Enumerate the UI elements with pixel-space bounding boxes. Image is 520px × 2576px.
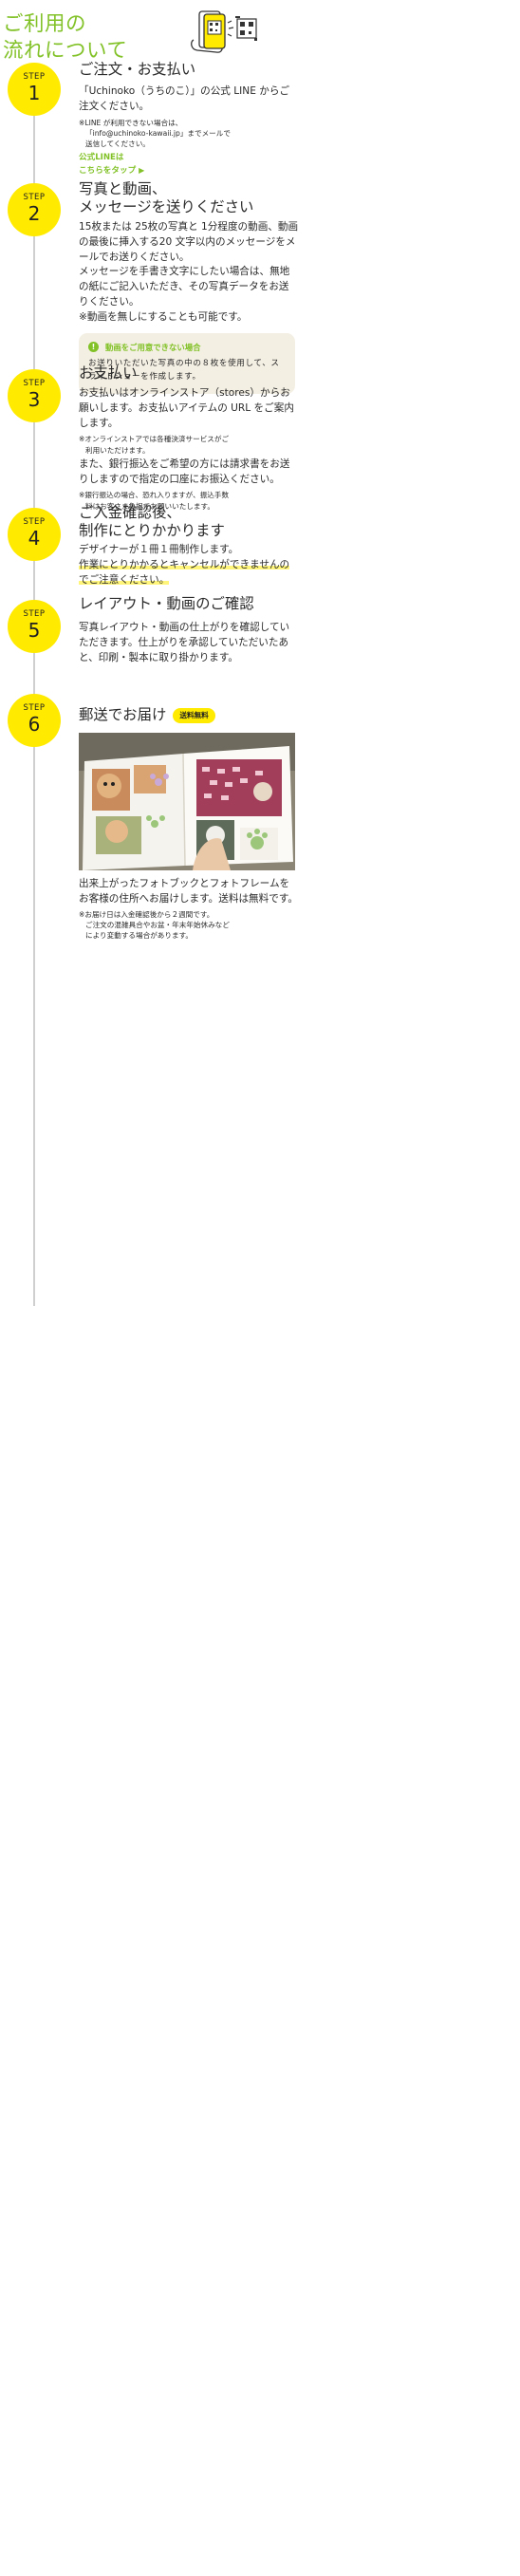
step-badge: STEP 4 xyxy=(8,508,61,561)
page-title: ご利用の 流れについて xyxy=(3,12,128,63)
step-label: STEP xyxy=(23,72,46,82)
step-label: STEP xyxy=(23,379,46,388)
step-badge: STEP 5 xyxy=(8,600,61,653)
step-content: お支払い お支払いはオンラインストア（stores）からお願いします。お支払いア… xyxy=(79,364,299,512)
note-line: 利用いただけます。 xyxy=(85,445,150,455)
note-line: ※LINE が利用できない場合は、 xyxy=(79,118,183,127)
step-note: ※LINE が利用できない場合は、 「info@uchinoko-kawaii.… xyxy=(79,118,299,150)
info-title: 動画をご用意できない場合 xyxy=(105,342,201,352)
info-box: ! 動画をご用意できない場合 お送りいただいた写真の中の８枚を使用して、スライド… xyxy=(79,332,295,394)
info-header: ! 動画をご用意できない場合 xyxy=(88,342,286,353)
timeline-line xyxy=(33,72,35,1306)
step-badge: STEP 1 xyxy=(8,63,61,116)
info-text: お送りいただいた写真の中の８枚を使用して、スライドショーを作成します。 xyxy=(88,358,280,382)
step-body: デザイナーが１冊１冊制作します。 作業にとりかかるとキャンセルができませんのでご… xyxy=(79,543,299,588)
step-body: 出来上がったフォトブックとフォトフレームをお客様の住所へお届けします。送料は無料… xyxy=(79,878,298,905)
step-body: 写真レイアウト・動画の仕上がりを確認していただきます。仕上がりを承認していただい… xyxy=(79,622,290,663)
step-body: お支払いはオンラインストア（stores）からお願いします。お支払いアイテムの … xyxy=(79,387,294,429)
step-title: レイアウト・動画のご確認 xyxy=(79,595,254,612)
photobook-image xyxy=(79,733,295,870)
step-content: レイアウト・動画のご確認 写真レイアウト・動画の仕上がりを確認していただきます。… xyxy=(79,595,299,665)
step-number: 4 xyxy=(28,527,41,550)
step-badge: STEP 6 xyxy=(8,694,61,747)
step-note: ※銀行振込の場合、恐れ入りますが、振込手数 料はお客さま負担でお願いいたします。 xyxy=(79,490,299,511)
step-badge: STEP 3 xyxy=(8,369,61,422)
note-line: 「info@uchinoko-kawaii.jp」までメールで xyxy=(85,128,231,138)
step-content: ご注文・お支払い 「Uchinoko（うちのこ）」の公式 LINE からご注文く… xyxy=(79,61,299,177)
step-note: ※オンラインストアでは各種決済サービスがご 利用いただけます。 xyxy=(79,434,299,455)
phone-qr-icon xyxy=(191,10,257,53)
note-line: ※オンラインストアでは各種決済サービスがご xyxy=(79,435,230,444)
step-label: STEP xyxy=(23,703,46,713)
step-body: 「Uchinoko（うちのこ）」の公式 LINE からご注文ください。 xyxy=(79,85,290,112)
step-number: 5 xyxy=(28,619,41,642)
step-title: 郵送でお届け送料無料 xyxy=(79,688,299,724)
step-content: ご入金確認後、 制作にとりかかります デザイナーが１冊１冊制作します。 作業にと… xyxy=(79,504,299,588)
step-title-text: 郵送でお届け xyxy=(79,706,167,723)
step-label: STEP xyxy=(23,609,46,619)
note-line: ※銀行振込の場合、恐れ入りますが、振込手数 xyxy=(79,491,230,500)
step-title: ご注文・お支払い xyxy=(79,61,196,78)
step-title: ご入金確認後、 制作にとりかかります xyxy=(79,504,225,539)
step-body: また、銀行振込をご希望の方には請求書をお送りしますので指定の口座にお振込ください… xyxy=(79,457,290,485)
alert-icon: ! xyxy=(88,342,99,353)
triangle-right-icon: ▶ xyxy=(139,166,145,176)
step-number: 1 xyxy=(28,82,41,104)
step-number: 2 xyxy=(28,202,41,225)
step-badge: STEP 2 xyxy=(8,183,61,236)
note-line: 送信してください。 xyxy=(85,140,150,148)
step-note: ※お届け日は入金確認後から２週間です。 ご注文の混雑具合やお盆・年末年始休みなど… xyxy=(79,909,299,942)
free-shipping-badge: 送料無料 xyxy=(173,707,215,723)
note-line: ご注文の混雑具合やお盆・年末年始休みなど xyxy=(85,920,230,929)
step-body: 15枚または 25枚の写真と 1分程度の動画、動画の最後に挿入する20 文字以内… xyxy=(79,221,299,263)
step-body: ※動画を無しにすることも可能です。 xyxy=(79,310,248,323)
highlighted-warning: 作業にとりかかるとキャンセルができませんのでご注意ください。 xyxy=(79,558,290,586)
body-text: デザイナーが１冊１冊制作します。 xyxy=(79,544,239,555)
note-line: 料はお客さま負担でお願いいたします。 xyxy=(85,501,214,511)
step-label: STEP xyxy=(23,193,46,202)
step-title: 写真と動画、 メッセージを送りください xyxy=(79,180,254,215)
note-line: ※お届け日は入金確認後から２週間です。 xyxy=(79,909,214,919)
step-title: お支払い xyxy=(79,364,138,382)
step-content: 郵送でお届け送料無料 xyxy=(79,688,299,941)
link-line: こちらをタップ xyxy=(79,166,137,177)
step-label: STEP xyxy=(23,517,46,527)
line-official-link[interactable]: 公式LINEは こちらをタップ ▶ xyxy=(79,152,299,177)
step-body: メッセージを手書き文字にしたい場合は、無地の紙にご記入いただき、その写真データを… xyxy=(79,266,290,308)
photobook-photo xyxy=(79,733,295,870)
note-line: により変動する場合があります。 xyxy=(85,931,193,940)
step-number: 3 xyxy=(28,388,41,411)
step-content: 写真と動画、 メッセージを送りください 15枚または 25枚の写真と 1分程度の… xyxy=(79,180,299,394)
step-number: 6 xyxy=(28,713,41,736)
page-header: ご利用の 流れについて xyxy=(0,0,297,63)
link-line: 公式LINEは xyxy=(79,153,124,163)
